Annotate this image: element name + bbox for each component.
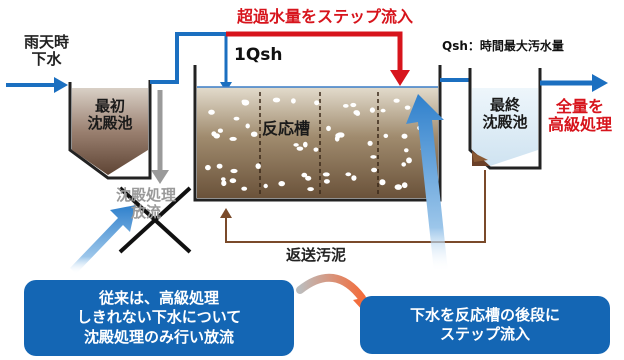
aeration-bubble [313,147,319,152]
step-flow-label: 超過水量をステップ流入 [237,7,414,26]
aeration-bubble [369,107,375,113]
aeration-bubble [394,184,402,190]
aeration-bubble [401,182,408,189]
aeration-bubble [216,163,223,169]
aeration-bubble [314,100,320,106]
step-feed-arrow [226,31,410,86]
aeration-bubble [371,167,378,173]
aeration-bubble [383,133,389,138]
aeration-bubble [229,178,237,184]
bypass-label: 沈殿処理 放流 [116,186,177,222]
aeration-bubble [272,97,281,103]
aeration-bubble [293,143,299,147]
full-treatment-label: 全量を 高級処理 [548,97,613,135]
aeration-bubble [345,172,352,177]
aeration-bubble [367,140,373,146]
bypass-arrow [151,90,169,184]
reaction-tank [193,65,442,202]
aeration-bubble [307,187,314,192]
cross-mark-icon [118,186,192,254]
aeration-bubble [245,123,250,129]
aeration-bubble [322,172,330,177]
aeration-bubble [326,125,331,132]
qsh-note: Qsh：時間最大汚水量 [442,39,564,53]
new-method-callout: 下水を反応槽の後段に ステップ流入 [360,296,610,354]
aeration-bubble [263,183,268,189]
aeration-bubble [379,179,386,186]
aeration-bubble [221,180,227,187]
aeration-bubble [250,131,258,137]
aeration-bubble [336,132,344,137]
aeration-bubble [278,181,286,187]
aeration-bubble [241,186,248,191]
final-clarifier-label: 最終 沈殿池 [482,96,528,132]
aeration-bubble [301,172,308,178]
aeration-bubble [351,175,357,181]
final-clarifier [468,68,542,170]
outflow-arrow [540,74,608,92]
return-sludge-line [220,170,486,243]
aeration-bubble [217,128,223,133]
aeration-bubble [380,108,386,113]
aeration-bubble [350,102,357,108]
return-sludge-label: 返送汚泥 [286,246,347,264]
aeration-bubble [393,98,400,103]
aeration-bubble [401,162,407,167]
aeration-bubble [343,104,349,108]
aeration-bubble [291,98,296,104]
aeration-bubble [404,105,411,110]
aeration-bubble [205,164,211,171]
inflow-label: 雨天時 下水 [24,33,70,69]
conventional-method-callout: 従来は、高級処理 しきれない下水について 沈殿処理のみ行い放流 [24,280,294,356]
primary-clarifier [68,80,152,180]
emphasis-arrow-right [406,94,448,272]
aeration-bubble [208,109,215,115]
reaction-tank-label: 反応槽 [262,119,311,138]
aeration-bubble [370,155,377,159]
aeration-bubble [401,133,408,139]
aeration-bubble [404,148,409,153]
aeration-bubble [221,177,226,182]
aeration-bubble [305,175,312,181]
aeration-bubble [296,146,304,151]
aeration-bubble [355,111,361,116]
emphasis-arrow-left [70,205,136,274]
aeration-bubble [255,163,261,170]
inflow-arrow [6,77,68,93]
aeration-bubble [211,131,217,137]
one-qsh-label: 1Qsh [234,45,283,65]
aeration-bubble [334,135,340,142]
aeration-bubble [230,168,238,174]
aeration-bubble [303,141,308,148]
aeration-bubble [233,116,240,121]
aeration-bubble [323,179,330,184]
aeration-bubble [229,136,237,141]
aeration-bubble [241,99,247,104]
aeration-bubble [406,157,412,164]
primary-clarifier-label: 最初 沈殿池 [87,97,133,133]
